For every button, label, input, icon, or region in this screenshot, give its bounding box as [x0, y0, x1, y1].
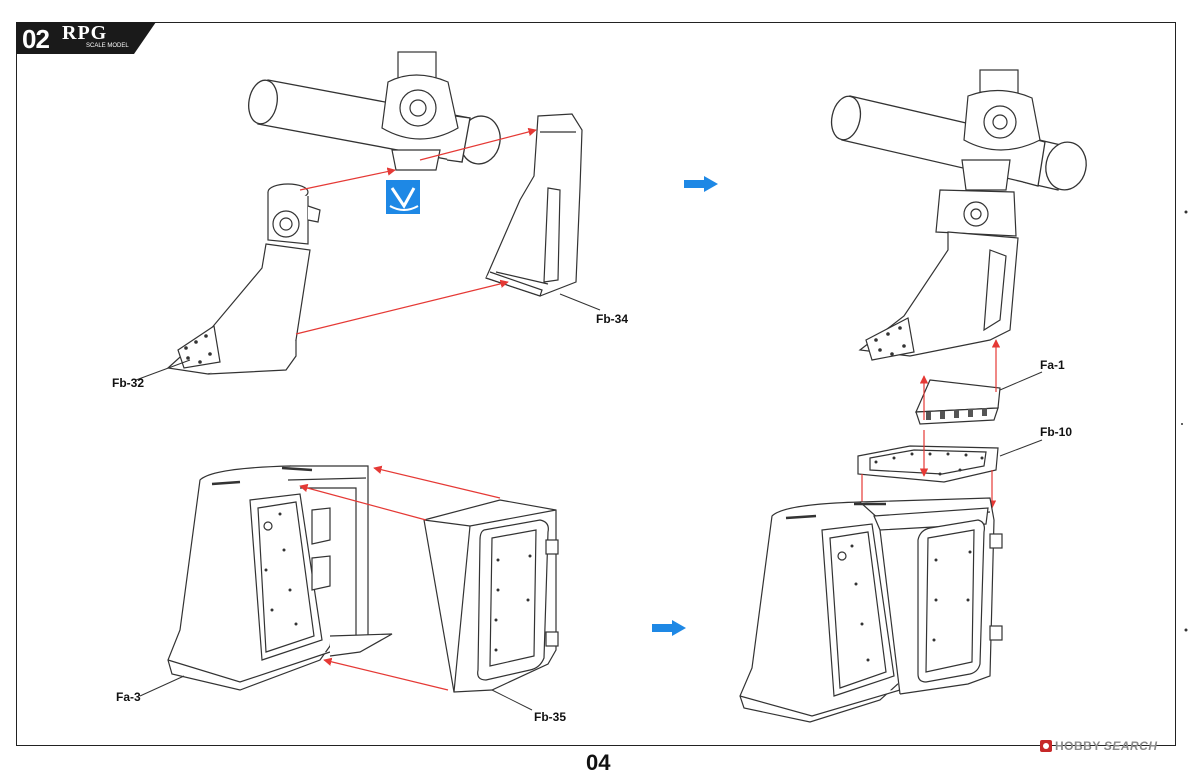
assembled-base-drawing	[739, 497, 1003, 723]
label-fb-34: Fb-34	[596, 312, 629, 326]
leader-lines-bottom-left	[139, 675, 533, 711]
header-badge-shape	[16, 22, 156, 54]
hobby-search-watermark: HOBBY SEARCH	[1040, 738, 1158, 754]
part-fb32-drawing	[166, 183, 321, 375]
hobby-search-logo-icon	[1040, 740, 1052, 752]
launcher-tube-left	[248, 79, 501, 165]
assembly-arrows-top-right	[857, 339, 1001, 513]
assembly-arrows-top-left	[295, 127, 537, 335]
label-fb-10: Fb-10	[1040, 425, 1073, 439]
page-number: 04	[586, 750, 611, 775]
blue-step-arrow-icon-bottom	[652, 620, 686, 636]
page-edge-marks	[1181, 210, 1188, 632]
launcher-tube-right	[830, 95, 1087, 191]
blue-step-arrow-icon	[684, 176, 718, 192]
launcher-mount-left	[381, 51, 459, 171]
label-fa-1: Fa-1	[1040, 358, 1065, 372]
rpg-logo-subtitle: SCALE MODEL	[86, 43, 129, 49]
step-header-badge: 02 RPG SCALE MODEL	[16, 22, 156, 54]
watermark-text: HOBBY	[1055, 739, 1101, 753]
page-frame	[16, 22, 1176, 746]
launcher-mount-right	[858, 69, 1041, 361]
leader-lines-top-right	[999, 371, 1043, 457]
part-fa3-drawing	[167, 465, 393, 691]
label-fb-32: Fb-32	[112, 376, 145, 390]
part-fb34-drawing	[485, 113, 583, 297]
step-number: 02	[22, 24, 50, 54]
label-fa-3: Fa-3	[116, 690, 141, 704]
part-fa1-drawing	[915, 379, 1001, 425]
label-fb-35: Fb-35	[534, 710, 567, 724]
watermark-brand: SEARCH	[1103, 739, 1158, 753]
part-fb35-drawing	[423, 499, 559, 693]
rpg-logo: RPG	[62, 22, 108, 44]
part-fb10-drawing	[857, 445, 999, 483]
leader-lines-top-left	[135, 293, 601, 381]
assembly-arrows-bottom-left	[299, 465, 501, 691]
no-glue-icon	[386, 180, 420, 214]
